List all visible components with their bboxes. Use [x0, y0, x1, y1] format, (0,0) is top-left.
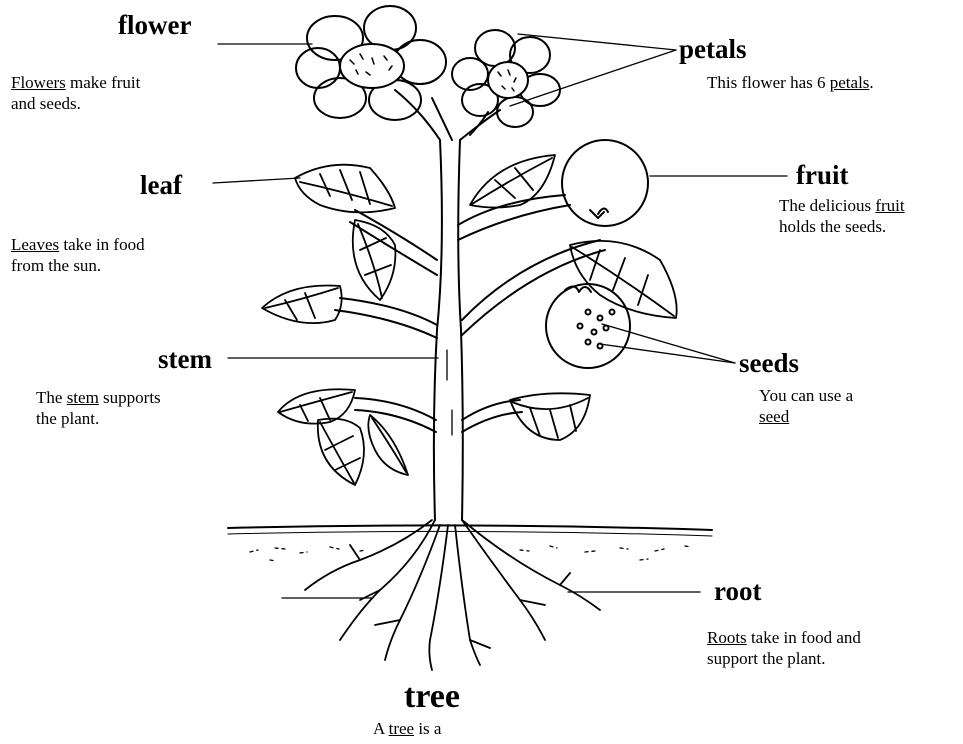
label-fruit: fruit: [796, 162, 848, 189]
desc-stem: The stem supports the plant.: [36, 387, 161, 429]
desc-stem-t1: the plant.: [36, 409, 99, 428]
desc-root-u0: Roots: [707, 628, 747, 647]
label-seeds: seeds: [739, 350, 799, 377]
label-flower: flower: [118, 12, 191, 39]
desc-root: Roots take in food and support the plant…: [707, 627, 861, 669]
leaves: [262, 155, 677, 485]
desc-leaf-t1: from the sun.: [11, 256, 101, 275]
desc-flower: Flowers make fruit and seeds.: [11, 72, 140, 114]
desc-tree: A tree is a: [373, 718, 441, 739]
desc-fruit-pre: The delicious: [779, 196, 875, 215]
roots: [305, 520, 600, 670]
desc-fruit-t1: holds the seeds.: [779, 217, 886, 236]
desc-petals-pre: This flower has 6: [707, 73, 830, 92]
desc-stem-u0: stem: [67, 388, 99, 407]
desc-leaf-u0: Leaves: [11, 235, 59, 254]
desc-seeds-t0: You can use a: [759, 386, 853, 405]
fruit-cut-drawing: [546, 284, 630, 368]
desc-seeds-u1: seed: [759, 407, 789, 426]
desc-stem-pre: The: [36, 388, 67, 407]
desc-root-t0: take in food and: [747, 628, 861, 647]
label-leaf: leaf: [140, 172, 182, 199]
desc-petals-t0: .: [869, 73, 873, 92]
desc-tree-pre: A: [373, 719, 389, 738]
desc-seeds: You can use a seed: [759, 385, 853, 427]
desc-petals-u0: petals: [830, 73, 870, 92]
desc-flower-t0: make fruit: [66, 73, 141, 92]
desc-fruit: The delicious fruit holds the seeds.: [779, 195, 905, 237]
label-tree: tree: [404, 680, 460, 714]
desc-leaf-t0: take in food: [59, 235, 144, 254]
desc-tree-u0: tree: [389, 719, 414, 738]
desc-petals: This flower has 6 petals.: [707, 72, 874, 93]
pointer-lines: [213, 34, 787, 598]
flower-right-drawing: [452, 30, 560, 127]
desc-root-t1: support the plant.: [707, 649, 826, 668]
desc-flower-u0: Flowers: [11, 73, 66, 92]
label-petals: petals: [679, 36, 747, 63]
stem: [335, 90, 605, 520]
desc-leaf: Leaves take in food from the sun.: [11, 234, 145, 276]
desc-stem-t0: supports: [99, 388, 161, 407]
label-stem: stem: [158, 346, 212, 373]
desc-fruit-u0: fruit: [875, 196, 904, 215]
flower-left-drawing: [296, 6, 446, 120]
fruit-drawing: [562, 140, 648, 226]
desc-tree-t0: is a: [414, 719, 441, 738]
label-root: root: [714, 578, 762, 605]
desc-flower-t1: and seeds.: [11, 94, 81, 113]
